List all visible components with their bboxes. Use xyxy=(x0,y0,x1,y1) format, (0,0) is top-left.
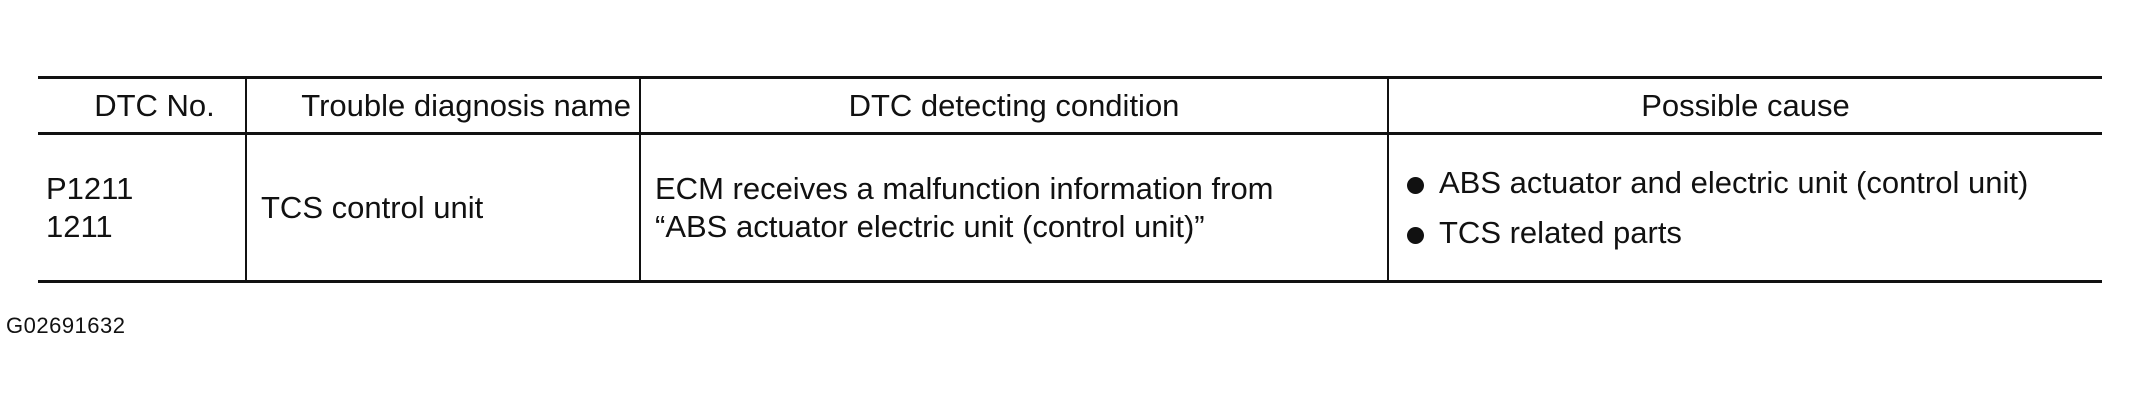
condition-line-2: “ABS actuator electric unit (control uni… xyxy=(655,208,1205,244)
cell-trouble-diagnosis-name: TCS control unit xyxy=(245,133,640,282)
figure-id: G02691632 xyxy=(6,313,126,338)
cell-possible-cause: ABS actuator and electric unit (control … xyxy=(1387,133,2102,282)
cell-detecting-condition: ECM receives a malfunction information f… xyxy=(639,133,1388,282)
cause-text: ABS actuator and electric unit (control … xyxy=(1439,164,2029,200)
cause-item: TCS related parts xyxy=(1403,214,2088,252)
table-header-row: DTC No. Trouble diagnosis name DTC detec… xyxy=(38,77,2102,134)
bullet-icon xyxy=(1407,226,1424,244)
dtc-code-primary: P1211 xyxy=(46,170,134,206)
condition-line-1: ECM receives a malfunction information f… xyxy=(655,170,1274,206)
cell-dtc-codes: P1211 1211 xyxy=(38,134,246,282)
cause-item: ABS actuator and electric unit (control … xyxy=(1403,164,2088,202)
cause-list: ABS actuator and electric unit (control … xyxy=(1403,164,2088,252)
bullet-icon xyxy=(1407,176,1424,194)
dtc-code-secondary: 1211 xyxy=(46,208,113,244)
cause-text: TCS related parts xyxy=(1439,214,1682,250)
header-dtc-no: DTC No. xyxy=(94,87,215,123)
table-row: P1211 1211 TCS control unit ECM receives… xyxy=(38,133,2102,282)
dtc-table: DTC No. Trouble diagnosis name DTC detec… xyxy=(38,76,2102,283)
header-possible-cause: Possible cause xyxy=(1387,77,2102,134)
header-trouble-diagnosis-name: Trouble diagnosis name xyxy=(245,77,640,134)
header-dtc-detecting-condition: DTC detecting condition xyxy=(639,77,1388,134)
